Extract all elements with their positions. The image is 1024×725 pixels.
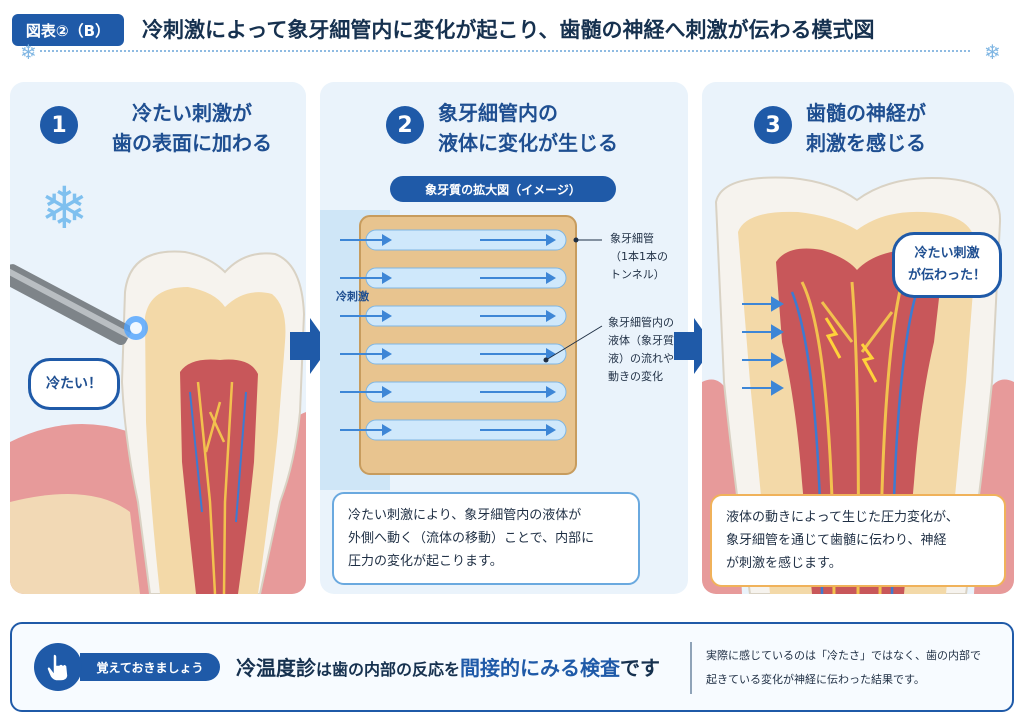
step-2-explanation-line: 冷たい刺激により、象牙細管内の液体が	[348, 508, 582, 523]
step-2-explanation: 冷たい刺激により、象牙細管内の液体が 外側へ動く（流体の移動）ことで、内部に 圧…	[332, 492, 640, 585]
step-1-panel: 1 冷たい刺激が 歯の表面に加わる ❄ 冷たい！	[10, 82, 306, 594]
tubule-callout-line: （1本1本の	[610, 250, 668, 263]
step-1-title-line1: 冷たい刺激が	[132, 101, 252, 125]
page-title: 冷刺激によって象牙細管内に変化が起こり、歯髄の神経へ刺激が伝わる模式図	[142, 18, 875, 42]
key-message-term: 冷温度診	[236, 656, 316, 680]
step-3-title: 歯髄の神経が 刺激を感じる	[806, 98, 986, 158]
step-3-number: 3	[754, 106, 792, 144]
snowflake-icon: ❄	[984, 40, 1001, 64]
hand-pointer-icon	[34, 643, 82, 691]
lightning-icon	[824, 317, 842, 359]
step-3-explanation-line: 象牙細管を通じて歯髄に伝わり、神経	[726, 533, 947, 548]
fluid-callout-line: 動きの変化	[608, 370, 663, 383]
fluid-callout-line: 液）の流れや	[608, 352, 674, 365]
nerve-speech-bubble: 冷たい刺激 が伝わった！	[892, 232, 1002, 298]
step-2-number: 2	[386, 106, 424, 144]
step-2-explanation-line: 圧力の変化が起こります。	[348, 554, 503, 569]
nerve-bubble-line2: が伝わった！	[907, 268, 986, 283]
step-1-title-line2: 歯の表面に加わる	[112, 131, 272, 155]
step-2-title: 象牙細管内の 液体に変化が生じる	[438, 98, 638, 158]
tooth-illustration	[10, 250, 306, 594]
figure-badge: 図表②（B）	[12, 14, 124, 46]
cold-stimulus-label: 冷刺激	[336, 290, 369, 303]
step-2-explanation-line: 外側へ動く（流体の移動）ことで、内部に	[348, 531, 595, 546]
key-message-end: です	[620, 656, 661, 680]
step-3-panel: 3 歯髄の神経が 刺激を感じる 冷たい刺激 が伝わった！ 液体の動きによって生じ…	[702, 82, 1014, 594]
fluid-callout: 象牙細管内の 液体（象牙質 液）の流れや 動きの変化	[608, 314, 674, 386]
fluid-callout-line: 象牙細管内の	[608, 316, 674, 329]
step-3-title-line1: 歯髄の神経が	[806, 101, 926, 125]
fluid-callout-line: 液体（象牙質	[608, 334, 674, 347]
side-note-line: 起きている変化が神経に伝わった結果です。	[706, 673, 925, 686]
side-note: 実際に感じているのは「冷たさ」ではなく、歯の内部で 起きている変化が神経に伝わっ…	[706, 644, 981, 692]
snowflake-icon: ❄	[20, 40, 37, 64]
step-3-explanation-line: 液体の動きによって生じた圧力変化が、	[726, 510, 959, 525]
side-note-line: 実際に感じているのは「冷たさ」ではなく、歯の内部で	[706, 649, 981, 662]
step-2-title-line1: 象牙細管内の	[438, 101, 558, 125]
step-1-number: 1	[40, 106, 78, 144]
tubule-callout: 象牙細管 （1本1本の トンネル）	[610, 230, 668, 284]
step-1-title: 冷たい刺激が 歯の表面に加わる	[92, 98, 292, 158]
dentinal-tubules-illustration	[320, 210, 603, 490]
step-3-title-line2: 刺激を感じる	[806, 131, 926, 155]
divider	[40, 50, 970, 52]
nerve-bubble-line1: 冷たい刺激	[914, 246, 980, 261]
key-message: 冷温度診は歯の内部の反応を間接的にみる検査です	[236, 651, 660, 687]
key-message-highlight: 間接的にみる検査	[460, 656, 621, 680]
step-3-explanation: 液体の動きによって生じた圧力変化が、 象牙細管を通じて歯髄に伝わり、神経 が刺激…	[710, 494, 1006, 587]
remember-label: 覚えておきましょう	[80, 653, 220, 681]
step-2-title-line2: 液体に変化が生じる	[438, 131, 618, 155]
magnified-view-label: 象牙質の拡大図（イメージ）	[390, 176, 616, 202]
step-3-explanation-line: が刺激を感じます。	[726, 556, 842, 571]
tubule-callout-line: トンネル）	[610, 268, 665, 281]
divider	[690, 642, 692, 694]
key-point-box: 覚えておきましょう 冷温度診は歯の内部の反応を間接的にみる検査です 実際に感じて…	[10, 622, 1014, 712]
cold-speech-bubble: 冷たい！	[28, 358, 120, 410]
key-message-text: は歯の内部の反応を	[316, 660, 461, 679]
step-2-panel: 2 象牙細管内の 液体に変化が生じる 象牙質の拡大図（イメージ）	[320, 82, 688, 594]
snowflake-icon: ❄	[40, 174, 89, 242]
header: 図表②（B） 冷刺激によって象牙細管内に変化が起こり、歯髄の神経へ刺激が伝わる模…	[12, 10, 1012, 54]
tubule-callout-line: 象牙細管	[610, 232, 654, 245]
